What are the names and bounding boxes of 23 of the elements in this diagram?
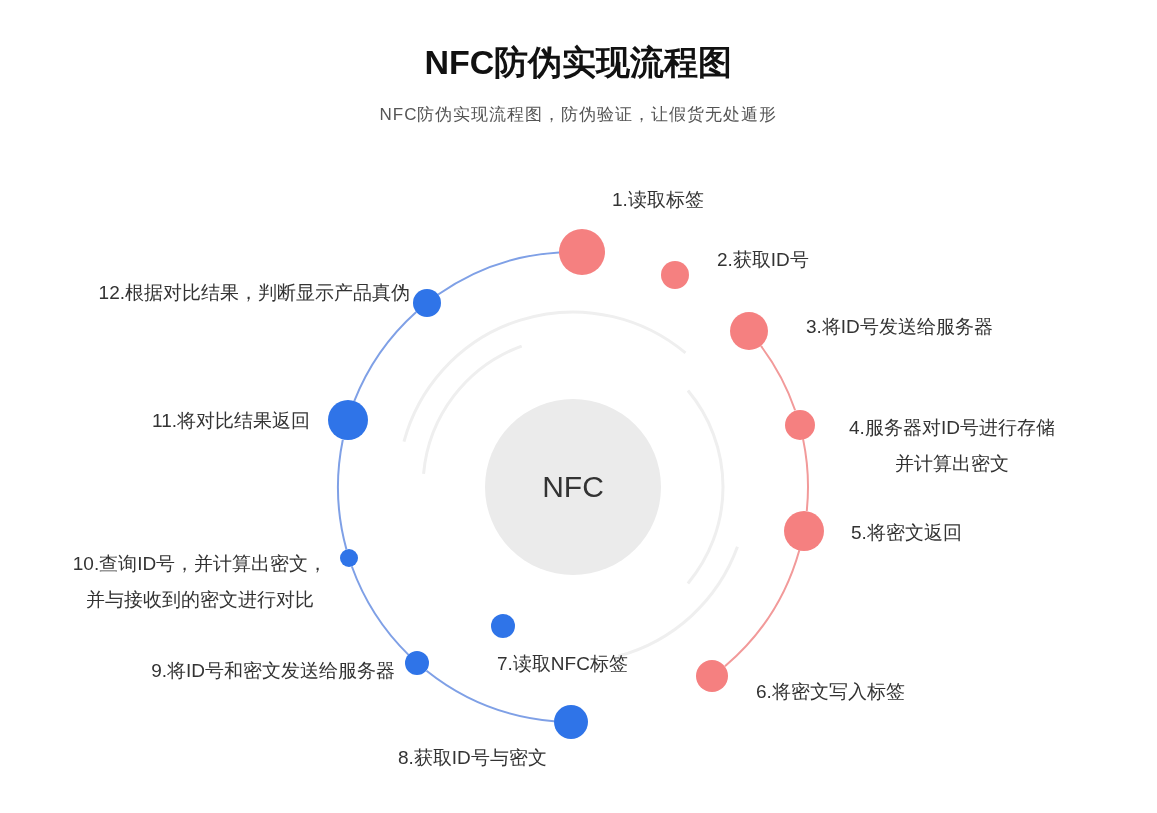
arc-connector <box>802 438 809 512</box>
step-label: 7.读取NFC标签 <box>497 652 629 676</box>
arc-connector <box>350 565 410 656</box>
step-label: 4.服务器对ID号进行存储并计算出密文 <box>849 416 1055 476</box>
subtitle: NFC防伪实现流程图，防伪验证，让假货无处遁形 <box>378 104 779 126</box>
arc-connector <box>723 549 801 668</box>
arc-connector <box>337 438 348 551</box>
step-label: 12.根据对比结果，判断显示产品真伪 <box>97 281 410 305</box>
arc-connector <box>759 344 797 412</box>
title: NFC防伪实现流程图 <box>423 42 734 83</box>
arc-connector <box>437 251 560 296</box>
step-label: 8.获取ID号与密文 <box>398 746 548 770</box>
step-label: 10.查询ID号，并计算出密文，并与接收到的密文进行对比 <box>72 552 328 612</box>
step-label: 11.将对比结果返回 <box>151 409 310 433</box>
nfc-circle: NFC <box>485 399 661 575</box>
step-label: 5.将密文返回 <box>851 521 963 545</box>
step-label: 3.将ID号发送给服务器 <box>806 315 994 339</box>
arc-connector <box>353 310 418 403</box>
arc-connector <box>425 669 556 723</box>
step-label: 6.将密文写入标签 <box>756 680 906 704</box>
step-label: 2.获取ID号 <box>717 248 810 272</box>
step-label: 9.将ID号和密文发送给服务器 <box>150 659 395 683</box>
step-label: 1.读取标签 <box>612 188 705 212</box>
